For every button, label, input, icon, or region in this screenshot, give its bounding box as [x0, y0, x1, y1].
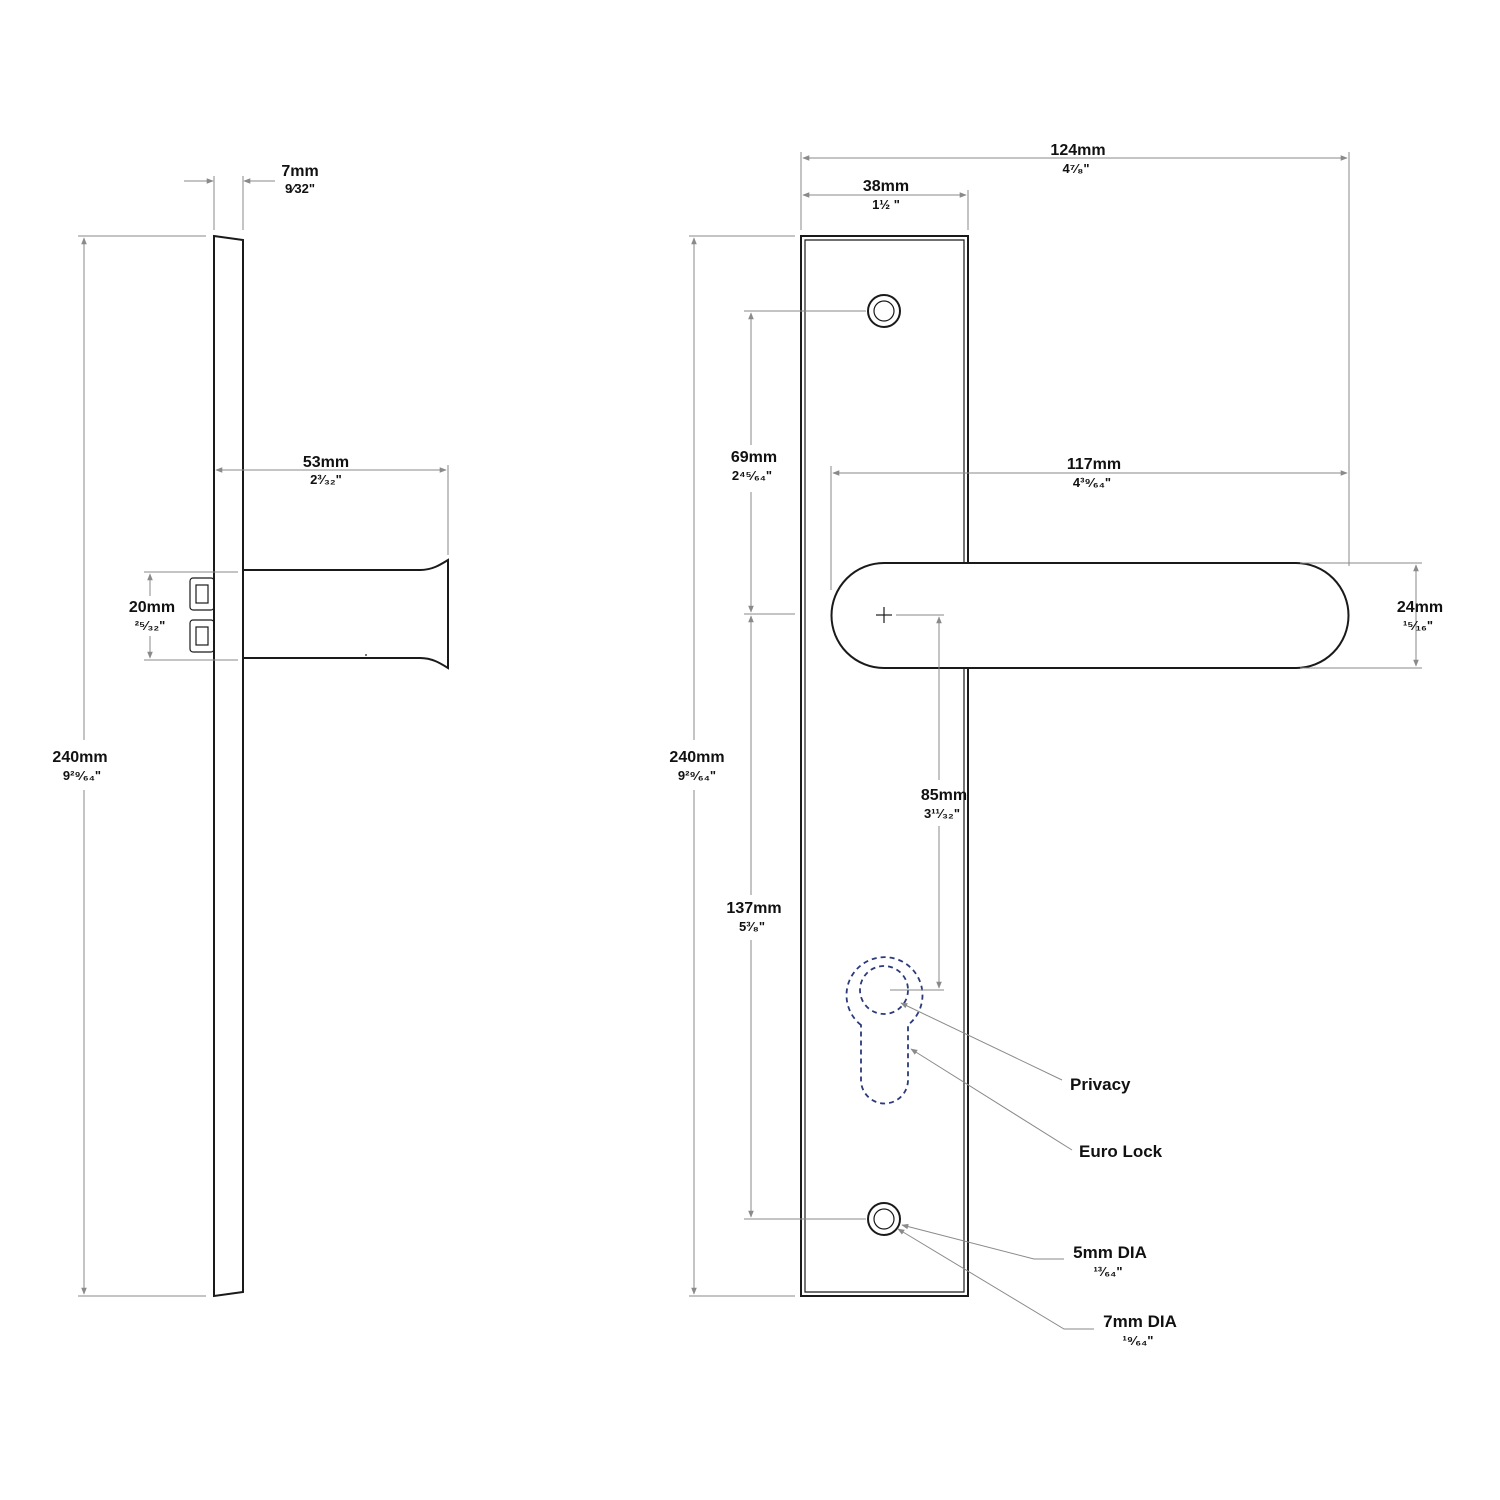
hole-large-mm: 7mm DIA — [1103, 1312, 1177, 1331]
side-rose-fittings — [189, 577, 215, 653]
bottom-fixing-in: 5³⁄₈" — [739, 919, 765, 934]
centres-mm: 85mm — [921, 787, 967, 804]
privacy-label: Privacy — [1070, 1075, 1131, 1094]
total-width-in: 4⁷⁄₈" — [1062, 161, 1089, 176]
euro-lock-cutout — [845, 956, 924, 1105]
front-view: 124mm 4⁷⁄₈" 38mm 1½ " 240mm 9²⁹⁄₆₄" 69mm… — [669, 142, 1443, 1348]
side-projection-mm: 53mm — [303, 454, 349, 471]
lever-height-mm: 24mm — [1397, 599, 1443, 616]
front-plate-inner-edge — [804, 239, 965, 1293]
side-projection-in: 2³⁄₃₂" — [310, 472, 342, 487]
lever-length-mm: 117mm — [1067, 456, 1121, 473]
side-view: 7mm 9⁄32" 240mm 9²⁹⁄₆₄" 53mm 2³⁄₃₂" 20mm… — [52, 163, 449, 1298]
plate-height-in: 9²⁹⁄₆₄" — [678, 768, 716, 783]
top-fixing-hole — [867, 294, 901, 328]
side-lever-neck — [243, 558, 449, 670]
side-height-in: 9²⁹⁄₆₄" — [63, 768, 101, 783]
lever-height-in: ¹⁵⁄₁₆" — [1403, 618, 1433, 633]
bottom-fixing-hole — [867, 1202, 901, 1236]
side-thickness-mm: 7mm — [281, 163, 318, 180]
hole-small-mm: 5mm DIA — [1073, 1243, 1147, 1262]
lever-length-in: 4³⁹⁄₆₄" — [1073, 475, 1111, 490]
centres-in: 3¹¹⁄₃₂" — [924, 806, 960, 821]
side-rose-in: ²⁵⁄₃₂" — [135, 618, 166, 633]
top-fixing-mm: 69mm — [731, 449, 777, 466]
side-rose-mm: 20mm — [129, 599, 175, 616]
side-plate-outline — [213, 234, 244, 1298]
hole-large-in: ¹⁹⁄₆₄" — [1123, 1333, 1154, 1348]
total-width-mm: 124mm — [1050, 142, 1105, 159]
euro-lock-label: Euro Lock — [1079, 1142, 1163, 1161]
front-lever-outline — [830, 562, 1350, 669]
lever-centre-mark — [876, 607, 892, 623]
plate-width-in: 1½ " — [872, 197, 900, 212]
side-thickness-in: 9⁄32" — [285, 181, 315, 196]
plate-width-mm: 38mm — [863, 178, 909, 195]
hole-small-in: ¹³⁄₆₄" — [1093, 1264, 1122, 1279]
plate-height-mm: 240mm — [669, 749, 724, 766]
side-height-mm: 240mm — [52, 749, 107, 766]
top-fixing-in: 2⁴⁵⁄₆₄" — [732, 468, 772, 483]
front-plate-outline — [800, 235, 969, 1297]
bottom-fixing-mm: 137mm — [726, 900, 781, 917]
